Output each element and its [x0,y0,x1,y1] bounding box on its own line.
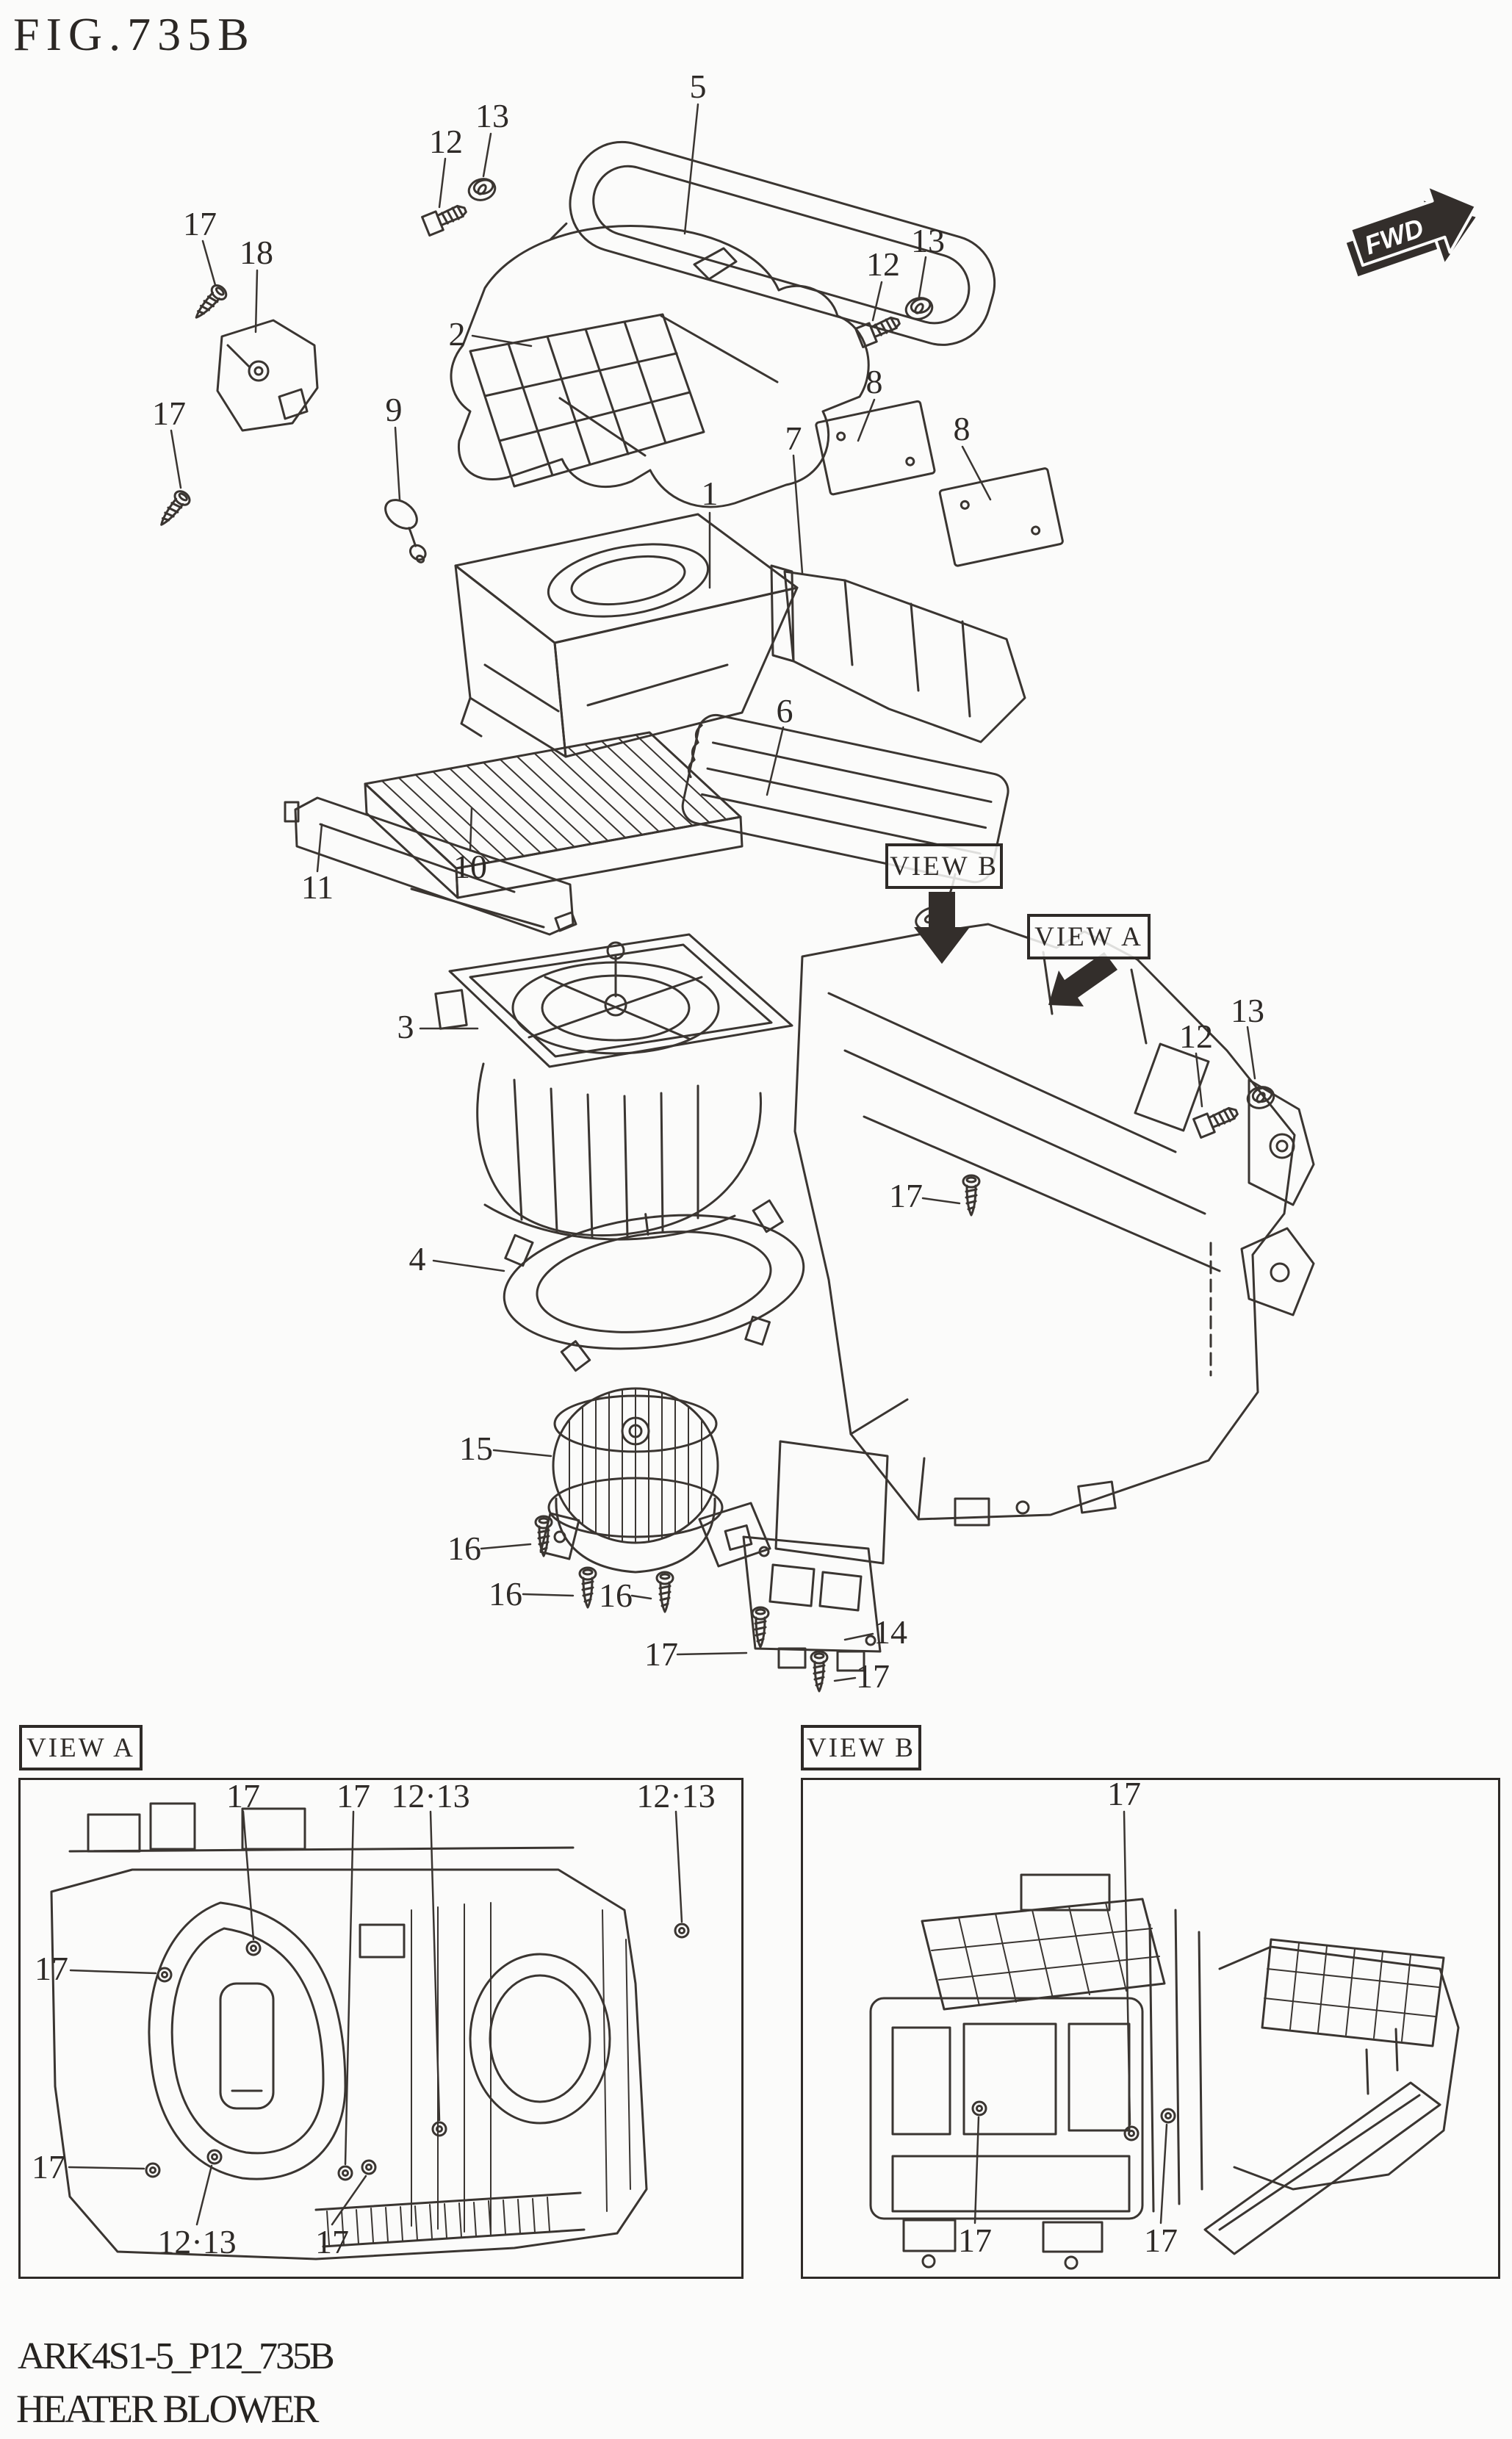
part-12-bolt [1192,1102,1242,1139]
part-12-bolt [421,200,470,237]
part-callout-14: 14 [874,1613,907,1651]
part-13-nut [465,175,499,204]
page-title: FIG.735B [13,8,256,60]
view-b-callout-box: VIEW B [885,843,1003,889]
part-callout-13: 13 [475,97,509,134]
part-callout-5: 5 [689,68,707,105]
part-callout-3: 3 [397,1008,414,1045]
part-callout-9: 9 [385,391,403,428]
part-18-bracket [216,319,319,432]
part-callout-13: 13 [911,222,945,259]
view-b-title-box: VIEW B [801,1725,921,1770]
part-callout-17: 17 [152,395,186,432]
part-callout-15: 15 [459,1430,493,1467]
part-17-screw [154,487,194,531]
footer-drawing-code: ARK4S1-5_P12_735B [18,2335,335,2377]
part-10-filter [364,731,744,899]
part-4-seal-ring [503,1199,805,1372]
part-callout-6: 6 [776,692,793,729]
part-2-intake-housing [450,225,870,508]
part-6-heater-core [681,713,1009,931]
part-callout-17: 17 [315,2223,349,2260]
part-callout-17: 17 [336,1777,370,1815]
part-callout-10: 10 [453,848,487,885]
part-3-blower-case [434,933,793,1241]
part-11-filter-cover [284,796,577,936]
part-callout-16: 16 [447,1530,481,1567]
part-16-screw [655,1571,674,1613]
part-callout-17: 17 [958,2222,992,2259]
part-callout-2: 2 [448,315,466,353]
part-12-bolt [854,311,904,348]
part-15-blower-motor [539,1387,771,1574]
part-callout-17: 17 [183,205,217,242]
part-callout-17: 17 [35,1950,68,1987]
part-callout-17: 17 [1144,2222,1178,2259]
part-callout-1: 1 [701,475,719,512]
part-callout-17: 17 [644,1635,678,1673]
part-17-screw [189,281,231,325]
part-1-housing [454,513,799,758]
part-16-screw [534,1515,553,1557]
leader-lines [170,103,1256,1682]
part-callout-4: 4 [408,1240,426,1278]
part-callout-11: 11 [300,868,334,906]
part-9-sensor [384,499,427,563]
part-callout-8: 8 [865,363,883,400]
part-16-screw [578,1566,597,1609]
part-callout-17: 17 [32,2148,65,2186]
part-callout-17: 17 [889,1177,923,1214]
part-callout-8: 8 [953,410,971,447]
part-callout-12·13: 12·13 [636,1777,716,1815]
view-a-frame [18,1778,744,2279]
part-callout-12·13: 12·13 [157,2223,237,2260]
part-17-screw [962,1174,981,1217]
part-callout-17: 17 [1107,1775,1141,1812]
part-callout-16: 16 [489,1575,522,1613]
part-14-resistor [742,1440,889,1672]
part-callout-17: 17 [226,1777,260,1815]
part-callout-18: 18 [240,234,273,271]
part-8-pad [815,400,936,496]
part-callout-17: 17 [856,1657,890,1695]
part-callout-7: 7 [785,419,802,457]
view-a-pointer-arrow [1048,952,1117,1006]
part-callout-12·13: 12·13 [391,1777,470,1815]
part-8-pad [938,467,1064,567]
part-callout-12: 12 [429,123,463,160]
view-a-callout-box: VIEW A [1027,914,1151,959]
footer-part-name: HEATER BLOWER [16,2387,319,2431]
view-b-pointer-arrow [914,892,970,964]
part-callout-12: 12 [1179,1017,1213,1055]
part-callout-16: 16 [599,1577,633,1614]
view-b-frame [801,1778,1500,2279]
view-b-drawing [869,1810,1460,2270]
part-callout-13: 13 [1231,992,1264,1029]
view-a-drawing [50,1802,690,2260]
view-a-title-box: VIEW A [19,1725,143,1770]
part-17-screw [810,1650,829,1693]
fwd-arrow-icon: FWD [1343,184,1480,280]
part-callout-12: 12 [866,245,900,283]
part-7-duct [770,564,1026,743]
